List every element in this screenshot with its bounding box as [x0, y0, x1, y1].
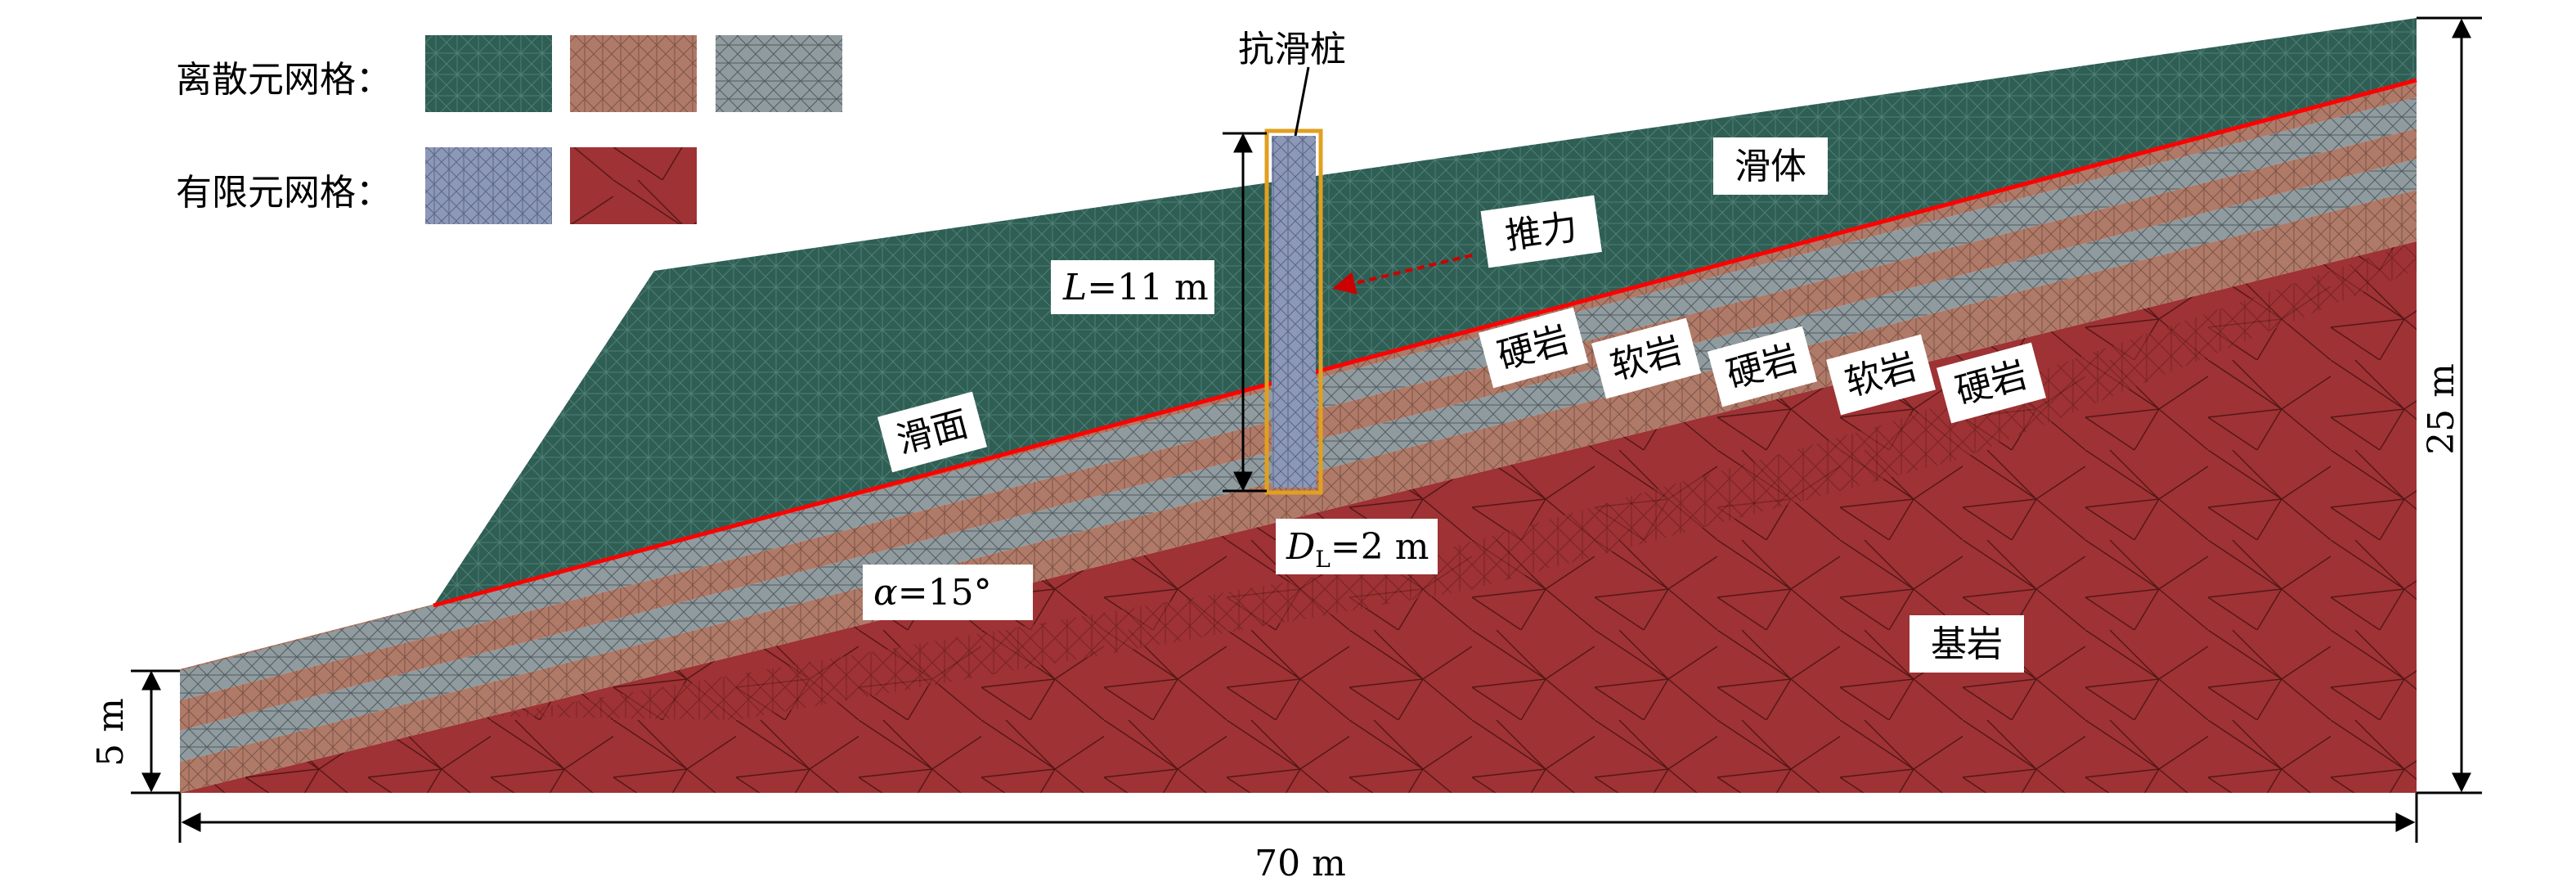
pile-spacing-box — [1276, 519, 1438, 574]
pile-callout-line — [1294, 66, 1310, 137]
slip-surface-label-group: 滑面 — [877, 391, 988, 473]
legend-discrete-label: 离散元网格： — [176, 59, 392, 101]
angle-box — [863, 565, 1033, 620]
thrust-arrow — [1332, 254, 1473, 295]
pile-length-label: L=11 m — [1062, 267, 1209, 308]
slip-surface-line — [433, 78, 2417, 608]
legend-swatch-grey-mesh — [716, 35, 842, 112]
hard-rock-label-1-group: 硬岩 — [1478, 307, 1589, 389]
pile-frame — [1264, 128, 1323, 495]
angle-label: α=15° — [873, 572, 992, 614]
anti-slide-pile — [1272, 136, 1316, 488]
legend-swatch-brown-mesh — [570, 35, 697, 112]
slide-body-box — [1713, 137, 1828, 195]
hard-rock-label-3-group: 硬岩 — [1936, 342, 2047, 424]
legend-swatch-green-mesh — [425, 35, 552, 112]
pile-spacing-label: DL=2 m — [1286, 526, 1429, 573]
pile-length-box — [1051, 260, 1214, 314]
soft-rock-label-2-group: 软岩 — [1825, 334, 1936, 416]
legend-swatch-red-mesh — [570, 147, 697, 224]
width-label: 70 m — [1254, 843, 1346, 884]
bedrock-box — [1910, 615, 2024, 673]
hard-rock-label-2-group: 硬岩 — [1707, 326, 1818, 407]
right-height-label: 25 m — [2421, 363, 2462, 455]
thrust-label-group: 推力 — [1480, 195, 1602, 268]
slide-body-label: 滑体 — [1735, 146, 1806, 187]
bedrock-label: 基岩 — [1931, 623, 2003, 665]
legend-fem-label: 有限元网格： — [176, 172, 392, 214]
legend-swatch-blue-mesh — [425, 147, 552, 224]
thrust-label: 推力 — [1503, 206, 1580, 258]
soft-rock-label-1-group: 软岩 — [1591, 317, 1702, 399]
left-height-label: 5 m — [90, 698, 132, 767]
pile-label: 抗滑桩 — [1238, 29, 1346, 70]
